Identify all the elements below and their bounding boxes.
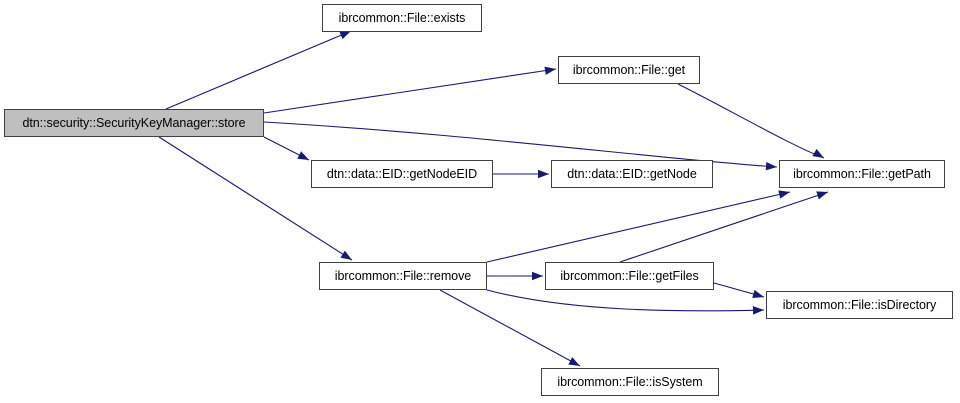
edge-store-to-getPath (263, 121, 778, 168)
graph-node-label: ibrcommon::File::isDirectory (782, 297, 937, 312)
arrowhead-remove-to-isDirectory (752, 306, 764, 315)
edge-remove-to-isSystem (439, 289, 581, 367)
graph-node-store[interactable]: dtn::security::SecurityKeyManager::store (4, 109, 264, 137)
arrowhead-remove-to-getPath (778, 190, 790, 199)
edge-get-to-getPath (677, 83, 825, 159)
graph-node-label: ibrcommon::File::exists (338, 10, 466, 25)
graph-node-isSystem[interactable]: ibrcommon::File::isSystem (541, 368, 719, 396)
edge-store-to-remove (158, 136, 353, 261)
arrowhead-getFiles-to-getPath (816, 191, 828, 200)
graph-node-label: dtn::security::SecurityKeyManager::store (22, 115, 246, 130)
arrowhead-remove-to-getFiles (532, 271, 543, 281)
graph-node-label: ibrcommon::File::getFiles (560, 268, 699, 283)
arrowhead-store-to-getNodeEID (297, 151, 309, 160)
graph-node-label: dtn::data::EID::getNodeEID (326, 166, 478, 181)
graph-node-getFiles[interactable]: ibrcommon::File::getFiles (545, 262, 714, 290)
arrowhead-store-to-remove (340, 250, 352, 260)
graph-node-getNode[interactable]: dtn::data::EID::getNode (551, 160, 713, 188)
edge-remove-to-isDirectory (486, 289, 765, 312)
graph-node-label: dtn::data::EID::getNode (567, 166, 697, 181)
edge-getFiles-to-getPath (619, 191, 829, 263)
arrowhead-get-to-getPath (812, 148, 824, 158)
graph-node-label: ibrcommon::File::isSystem (557, 374, 703, 389)
graph-node-getPath[interactable]: ibrcommon::File::getPath (779, 160, 945, 188)
graph-node-exists[interactable]: ibrcommon::File::exists (322, 4, 482, 32)
graph-node-get[interactable]: ibrcommon::File::get (558, 56, 700, 84)
graph-node-remove[interactable]: ibrcommon::File::remove (319, 262, 487, 290)
graph-node-getNodeEID[interactable]: dtn::data::EID::getNodeEID (311, 160, 493, 188)
arrowhead-getFiles-to-isDirectory (752, 289, 764, 299)
graph-node-label: ibrcommon::File::getPath (793, 166, 931, 181)
arrowhead-store-to-exists (339, 31, 351, 40)
arrowhead-store-to-get (544, 66, 556, 75)
graph-node-label: ibrcommon::File::get (572, 62, 686, 77)
graph-node-label: ibrcommon::File::remove (334, 268, 472, 283)
edge-remove-to-getPath (486, 191, 791, 263)
arrowhead-store-to-getPath (765, 162, 777, 171)
edge-store-to-exists (165, 30, 352, 110)
arrowhead-getNodeEID-to-getNode (538, 169, 549, 179)
graph-node-isDirectory[interactable]: ibrcommon::File::isDirectory (766, 291, 953, 319)
arrowhead-remove-to-isSystem (568, 357, 580, 366)
edge-store-to-get (263, 68, 557, 114)
